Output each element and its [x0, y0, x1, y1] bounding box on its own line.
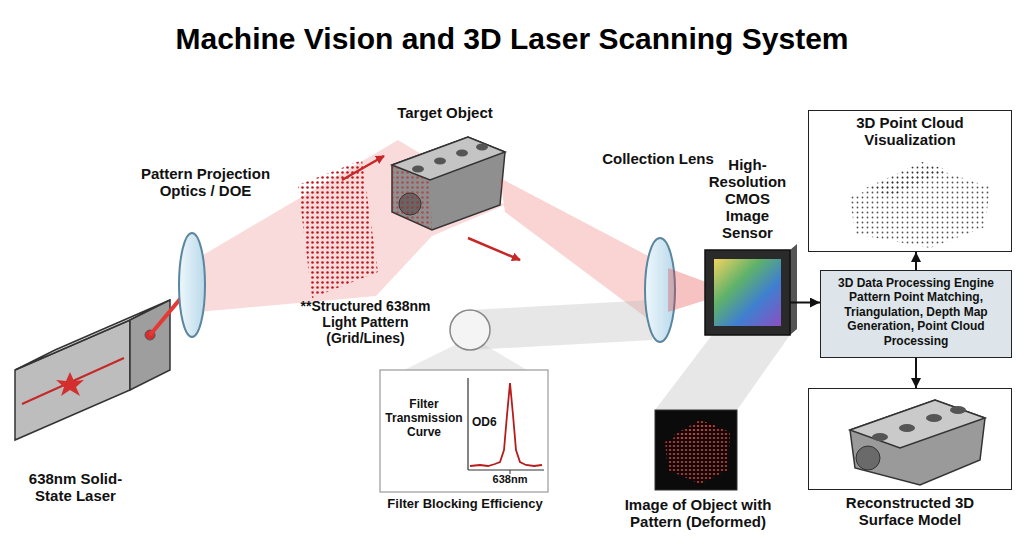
reflected-beam [500, 178, 652, 322]
node-heading: High-Resolution CMOS Image Sensor [705, 157, 791, 242]
filter-caption: Filter Blocking Efficiency [365, 497, 565, 512]
transmission-curve [470, 383, 542, 466]
deformed-pattern [672, 420, 716, 442]
node-heading: 3D Data Processing Engine [827, 276, 1005, 290]
laser-spark [56, 372, 84, 396]
pattern-label: **Structured 638nm Light Pattern (Grid/L… [283, 298, 448, 346]
model-cylinder [926, 414, 942, 422]
node-heading: Reconstructed 3D Surface Model [820, 494, 1000, 529]
chart-axis [467, 378, 468, 470]
model-cylinder [950, 406, 966, 414]
lens-label: Collection Lens [593, 150, 723, 167]
chart-panel [380, 370, 548, 492]
laser-body [15, 320, 130, 440]
model-top [850, 400, 985, 448]
model-body [850, 400, 985, 485]
laser-cavity [22, 358, 124, 404]
engine-cylinder [412, 166, 424, 173]
connector-arrow [915, 358, 917, 388]
node-heading: 3D Point Cloud Visualization [809, 111, 1011, 149]
image-panel [655, 410, 737, 490]
laser-front [130, 300, 170, 390]
laser-label: 638nm Solid-State Laser [12, 470, 139, 505]
engine-body [392, 137, 505, 230]
od-value: OD6 [472, 416, 502, 430]
image-sensor: High-Resolution CMOS Image Sensor [705, 250, 790, 335]
point-cloud-box: 3D Point Cloud Visualization [808, 110, 1012, 252]
model-pulley [856, 446, 880, 470]
model-box: Reconstructed 3D Surface Model [808, 388, 1012, 490]
focused-beam [668, 268, 706, 312]
wavelength-tick: 638nm [485, 473, 535, 486]
processing-box: 3D Data Processing EnginePattern Point M… [820, 270, 1012, 358]
sensor-frame [705, 250, 790, 335]
chart-axis [468, 469, 544, 470]
sensor-array [714, 259, 781, 326]
magnifier-cone [655, 335, 790, 410]
object-label: Target Object [380, 104, 510, 121]
engine-cylinder [456, 150, 468, 157]
optics-label: Pattern Projection Optics / DOE [128, 165, 283, 200]
engine-cylinder [434, 158, 446, 165]
filter-axis-label: Filter Transmission Curve [382, 398, 466, 439]
projection-lens [179, 233, 205, 337]
model-cylinder [899, 424, 915, 432]
image-caption: Image of Object with Pattern (Deformed) [603, 496, 793, 531]
magnifier-cone [470, 300, 652, 350]
engine-cylinder [476, 144, 488, 151]
diagram-title: Machine Vision and 3D Laser Scanning Sys… [0, 22, 1024, 56]
node-body: Pattern Point Matching, Triangulation, D… [827, 290, 1005, 348]
connector-arrow [790, 302, 820, 304]
sensor-edge [790, 244, 797, 335]
projected-dots [392, 165, 432, 230]
beam-direction-arrow [342, 156, 384, 180]
model-cylinder [872, 433, 888, 441]
point-cloud [866, 162, 948, 196]
beam-direction-arrow [468, 238, 520, 260]
connector-arrow [915, 252, 917, 270]
light-pattern-grid [298, 160, 378, 298]
filter-bubble [450, 310, 490, 350]
